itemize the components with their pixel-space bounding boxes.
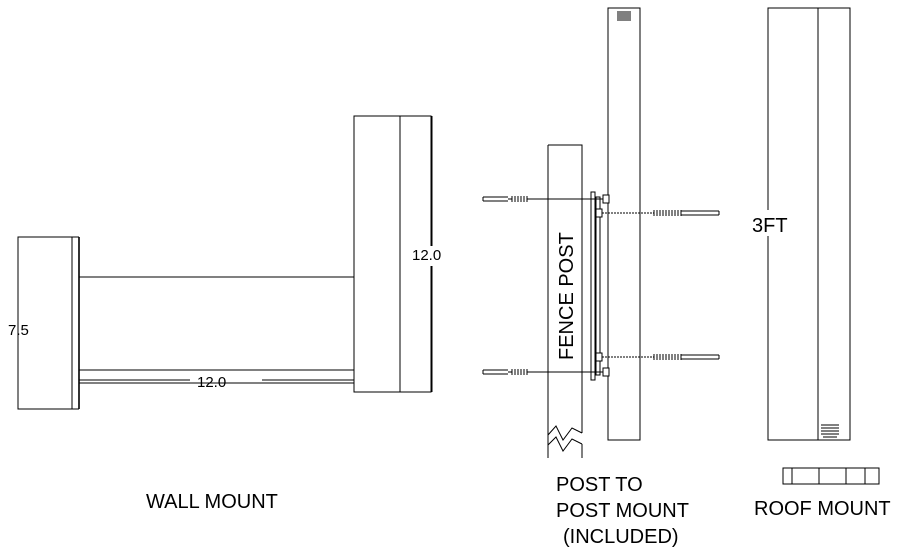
fence-post-label: FENCE POST bbox=[556, 232, 578, 360]
lower-bolt-assembly bbox=[482, 352, 720, 377]
mast-pole bbox=[607, 7, 641, 441]
upper-bolt-assembly bbox=[482, 194, 720, 218]
wall-mount-caption: WALL MOUNT bbox=[146, 491, 278, 513]
roof-mount-caption: ROOF MOUNT bbox=[754, 498, 891, 520]
wall-plate-height-dim: 12.0 bbox=[412, 247, 441, 264]
roof-base bbox=[782, 467, 880, 485]
post-mount-caption-line2: POST MOUNT bbox=[556, 500, 689, 522]
post-mount-figure bbox=[482, 7, 720, 458]
wall-mount-figure bbox=[17, 115, 433, 410]
roof-height-dim: 3FT bbox=[752, 215, 788, 237]
post-mount-caption-line1: POST TO bbox=[556, 474, 643, 496]
post-mount-caption-line3: (INCLUDED) bbox=[563, 526, 679, 548]
fence-post bbox=[547, 144, 583, 455]
roof-mount-figure bbox=[767, 7, 880, 485]
wall-height-dim: 7.5 bbox=[8, 322, 29, 339]
wall-arm-length-dim: 12.0 bbox=[197, 374, 226, 391]
